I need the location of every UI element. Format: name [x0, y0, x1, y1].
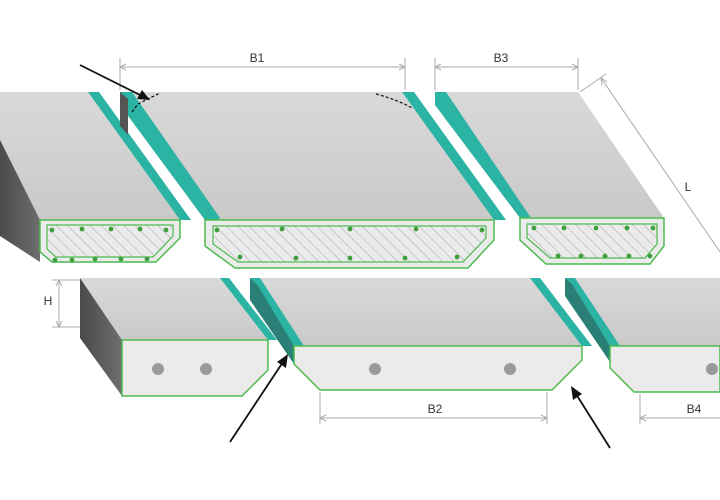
dimension-b4	[638, 394, 720, 424]
arrow-bottom-center-left	[229, 354, 288, 443]
slab-top-right	[435, 92, 665, 265]
slab-top-center	[120, 92, 506, 269]
slab-bottom-center	[250, 278, 592, 391]
label-b4: B4	[687, 402, 702, 416]
dimension-b1	[118, 58, 407, 90]
label-l: L	[685, 180, 692, 194]
label-b3: B3	[494, 51, 509, 65]
label-b2: B2	[428, 402, 443, 416]
slab-bottom-right	[565, 278, 720, 393]
slab-bottom-left	[80, 278, 277, 397]
dimension-h	[52, 278, 80, 329]
slab-top-left	[0, 92, 191, 263]
dimension-b3	[433, 58, 580, 90]
arrow-top-left	[79, 64, 150, 100]
label-h: H	[44, 294, 53, 308]
dimension-b2	[318, 392, 549, 424]
dimension-l	[579, 73, 720, 253]
label-b1: B1	[250, 51, 265, 65]
arrow-bottom-right	[571, 386, 611, 449]
